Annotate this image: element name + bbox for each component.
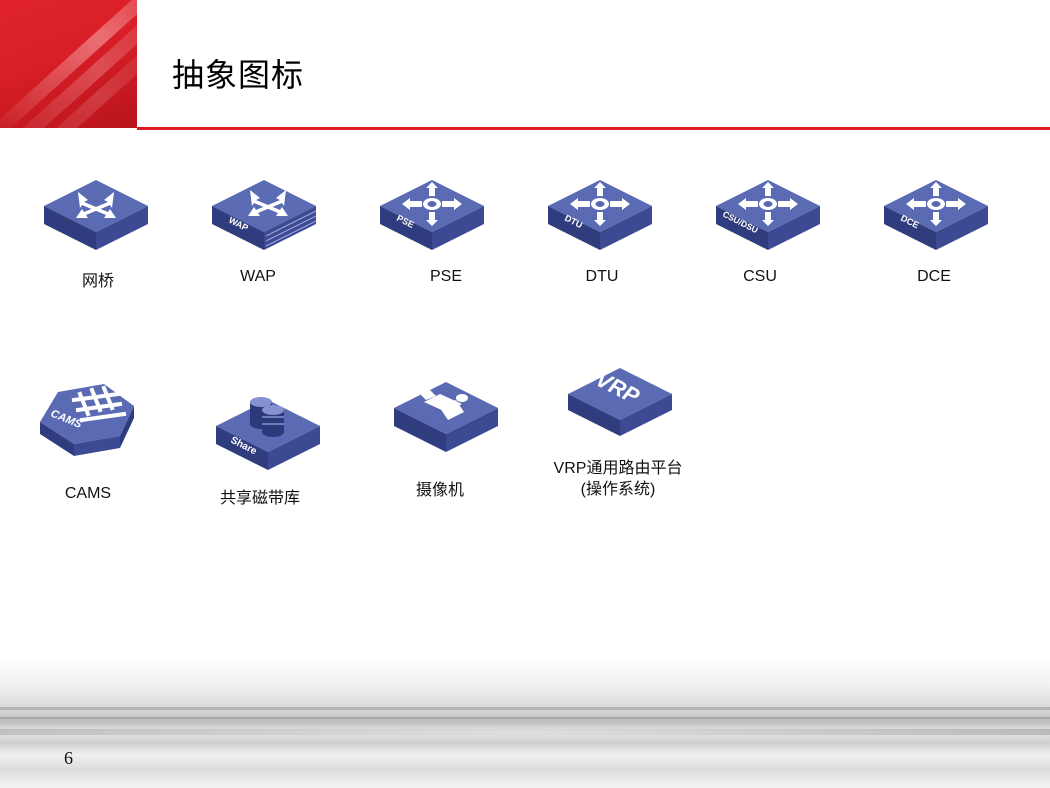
- cams-icon: CAMS: [40, 384, 134, 456]
- camera-icon: [394, 382, 498, 452]
- corner-decoration: [0, 0, 137, 128]
- slide-title: 抽象图标: [172, 56, 305, 94]
- footer-band: [0, 717, 1050, 719]
- title-underline: [137, 127, 1050, 130]
- label-vrp-line2: (操作系统): [580, 481, 656, 498]
- label-pse: PSE: [429, 268, 462, 285]
- label-cams: CAMS: [64, 485, 112, 502]
- label-tape-library: 共享磁带库: [219, 488, 300, 507]
- label-camera: 摄像机: [415, 480, 464, 499]
- label-csu: CSU: [743, 268, 777, 285]
- label-wap: WAP: [240, 268, 276, 285]
- bridge-icon: [44, 180, 148, 250]
- label-vrp-line1: VRP通用路由平台: [553, 460, 683, 477]
- dtu-icon: DTU: [548, 180, 652, 250]
- vrp-icon: VRP: [568, 366, 672, 436]
- share-tape-library-icon: Share: [216, 397, 320, 470]
- footer-band: [0, 729, 1050, 735]
- pse-icon: PSE: [380, 180, 484, 250]
- label-bridge: 网桥: [81, 271, 114, 290]
- label-vrp: VRP通用路由平台 (操作系统): [538, 458, 698, 500]
- wap-icon: WAP: [212, 180, 317, 250]
- label-dtu: DTU: [585, 268, 619, 285]
- page-number: 6: [64, 748, 73, 768]
- footer-band: [0, 707, 1050, 710]
- footer-background: [0, 655, 1050, 788]
- corner-streak: [0, 0, 137, 128]
- csu-dsu-icon: CSU/DSU: [716, 180, 820, 250]
- dce-icon: DCE: [884, 180, 988, 250]
- label-dce: DCE: [917, 268, 951, 285]
